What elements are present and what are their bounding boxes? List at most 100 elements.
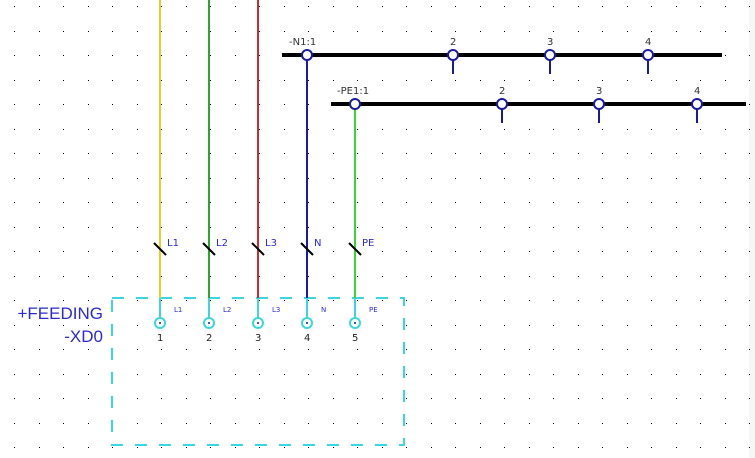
- grid-dot: [259, 80, 260, 81]
- grid-dot: [137, 349, 138, 350]
- terminal-3[interactable]: L33: [252, 298, 280, 344]
- grid-dot: [578, 251, 579, 252]
- bus-connection-point[interactable]: 2: [447, 37, 459, 74]
- grid-dot: [39, 349, 40, 350]
- bus-connection-point[interactable]: [349, 98, 361, 110]
- grid-dot: [161, 227, 162, 228]
- terminal-1[interactable]: L11: [154, 298, 182, 344]
- grid-dot: [455, 251, 456, 252]
- grid-dot: [700, 325, 701, 326]
- grid-dot: [553, 349, 554, 350]
- grid-dot: [602, 6, 603, 7]
- grid-dot: [284, 325, 285, 326]
- grid-dot: [112, 55, 113, 56]
- grid-dot: [749, 374, 750, 375]
- grid-dot: [357, 276, 358, 277]
- grid-dot: [382, 349, 383, 350]
- grid-dot: [63, 202, 64, 203]
- connection-circle-icon: [447, 49, 459, 61]
- grid-dot: [431, 6, 432, 7]
- grid-dot: [259, 447, 260, 448]
- grid-dot: [210, 178, 211, 179]
- grid-dot: [455, 227, 456, 228]
- bus-connection-point[interactable]: 4: [691, 86, 703, 123]
- grid-dot: [14, 227, 15, 228]
- terminal-number: 4: [304, 333, 310, 344]
- terminal-2[interactable]: L22: [203, 298, 231, 344]
- grid-dot: [308, 178, 309, 179]
- grid-dot: [504, 423, 505, 424]
- terminal-4[interactable]: N4: [301, 298, 326, 344]
- wire-pe[interactable]: PE: [348, 104, 374, 298]
- grid-dot: [480, 325, 481, 326]
- wire-l1[interactable]: L1: [153, 0, 179, 298]
- connection-circle-icon: [691, 98, 703, 110]
- grid-dot: [578, 202, 579, 203]
- grid-dot: [210, 349, 211, 350]
- grid-dot: [553, 227, 554, 228]
- wire-n[interactable]: N: [300, 55, 321, 298]
- terminal-5[interactable]: PE5: [349, 298, 378, 344]
- grid-dot: [137, 300, 138, 301]
- grid-dot: [186, 325, 187, 326]
- grid-dot: [382, 423, 383, 424]
- grid-dot: [504, 227, 505, 228]
- grid-dot: [627, 276, 628, 277]
- grid-dot: [651, 178, 652, 179]
- grid-dot: [602, 276, 603, 277]
- grid-dot: [700, 31, 701, 32]
- grid-dot: [88, 6, 89, 7]
- grid-dot: [333, 251, 334, 252]
- grid-dot: [529, 178, 530, 179]
- grid-dot: [749, 129, 750, 130]
- grid-dot: [455, 6, 456, 7]
- terminal-number: 3: [255, 333, 261, 344]
- grid-dot: [284, 80, 285, 81]
- grid-dot: [112, 276, 113, 277]
- grid-dot: [406, 276, 407, 277]
- grid-dot: [700, 276, 701, 277]
- grid-dot: [88, 129, 89, 130]
- bus-connection-point[interactable]: 3: [544, 37, 556, 74]
- grid-dot: [259, 104, 260, 105]
- grid-dot: [553, 129, 554, 130]
- grid-dot: [357, 374, 358, 375]
- bus-connection-point[interactable]: 3: [593, 86, 605, 123]
- grid-dot: [553, 80, 554, 81]
- grid-dot: [308, 104, 309, 105]
- grid-dot: [88, 178, 89, 179]
- grid-dot: [308, 6, 309, 7]
- wire-l3[interactable]: L3: [251, 0, 277, 298]
- grid-dot: [529, 423, 530, 424]
- bus-connection-point[interactable]: 2: [496, 86, 508, 123]
- grid-dot: [529, 251, 530, 252]
- grid-dot: [112, 202, 113, 203]
- grid-dot: [14, 129, 15, 130]
- grid-dot: [529, 276, 530, 277]
- grid-dot: [210, 300, 211, 301]
- connection-number: 3: [547, 37, 553, 48]
- grid-dot: [725, 423, 726, 424]
- bus-connection-point[interactable]: 4: [642, 37, 654, 74]
- grid-dot: [602, 300, 603, 301]
- bus-connection-point[interactable]: [301, 49, 313, 61]
- wire-mark-icon: [348, 242, 362, 256]
- grid-dot: [725, 447, 726, 448]
- grid-dot: [63, 6, 64, 7]
- grid-dot: [676, 227, 677, 228]
- wire-l2[interactable]: L2: [202, 0, 228, 298]
- grid-dot: [651, 202, 652, 203]
- grid-dot: [431, 300, 432, 301]
- grid-dot: [382, 300, 383, 301]
- grid-dot: [504, 202, 505, 203]
- grid-dot: [39, 104, 40, 105]
- grid-dot: [529, 80, 530, 81]
- grid-dot: [259, 227, 260, 228]
- grid-dot: [63, 423, 64, 424]
- grid-dot: [504, 300, 505, 301]
- grid-dot: [725, 80, 726, 81]
- grid-dot: [88, 202, 89, 203]
